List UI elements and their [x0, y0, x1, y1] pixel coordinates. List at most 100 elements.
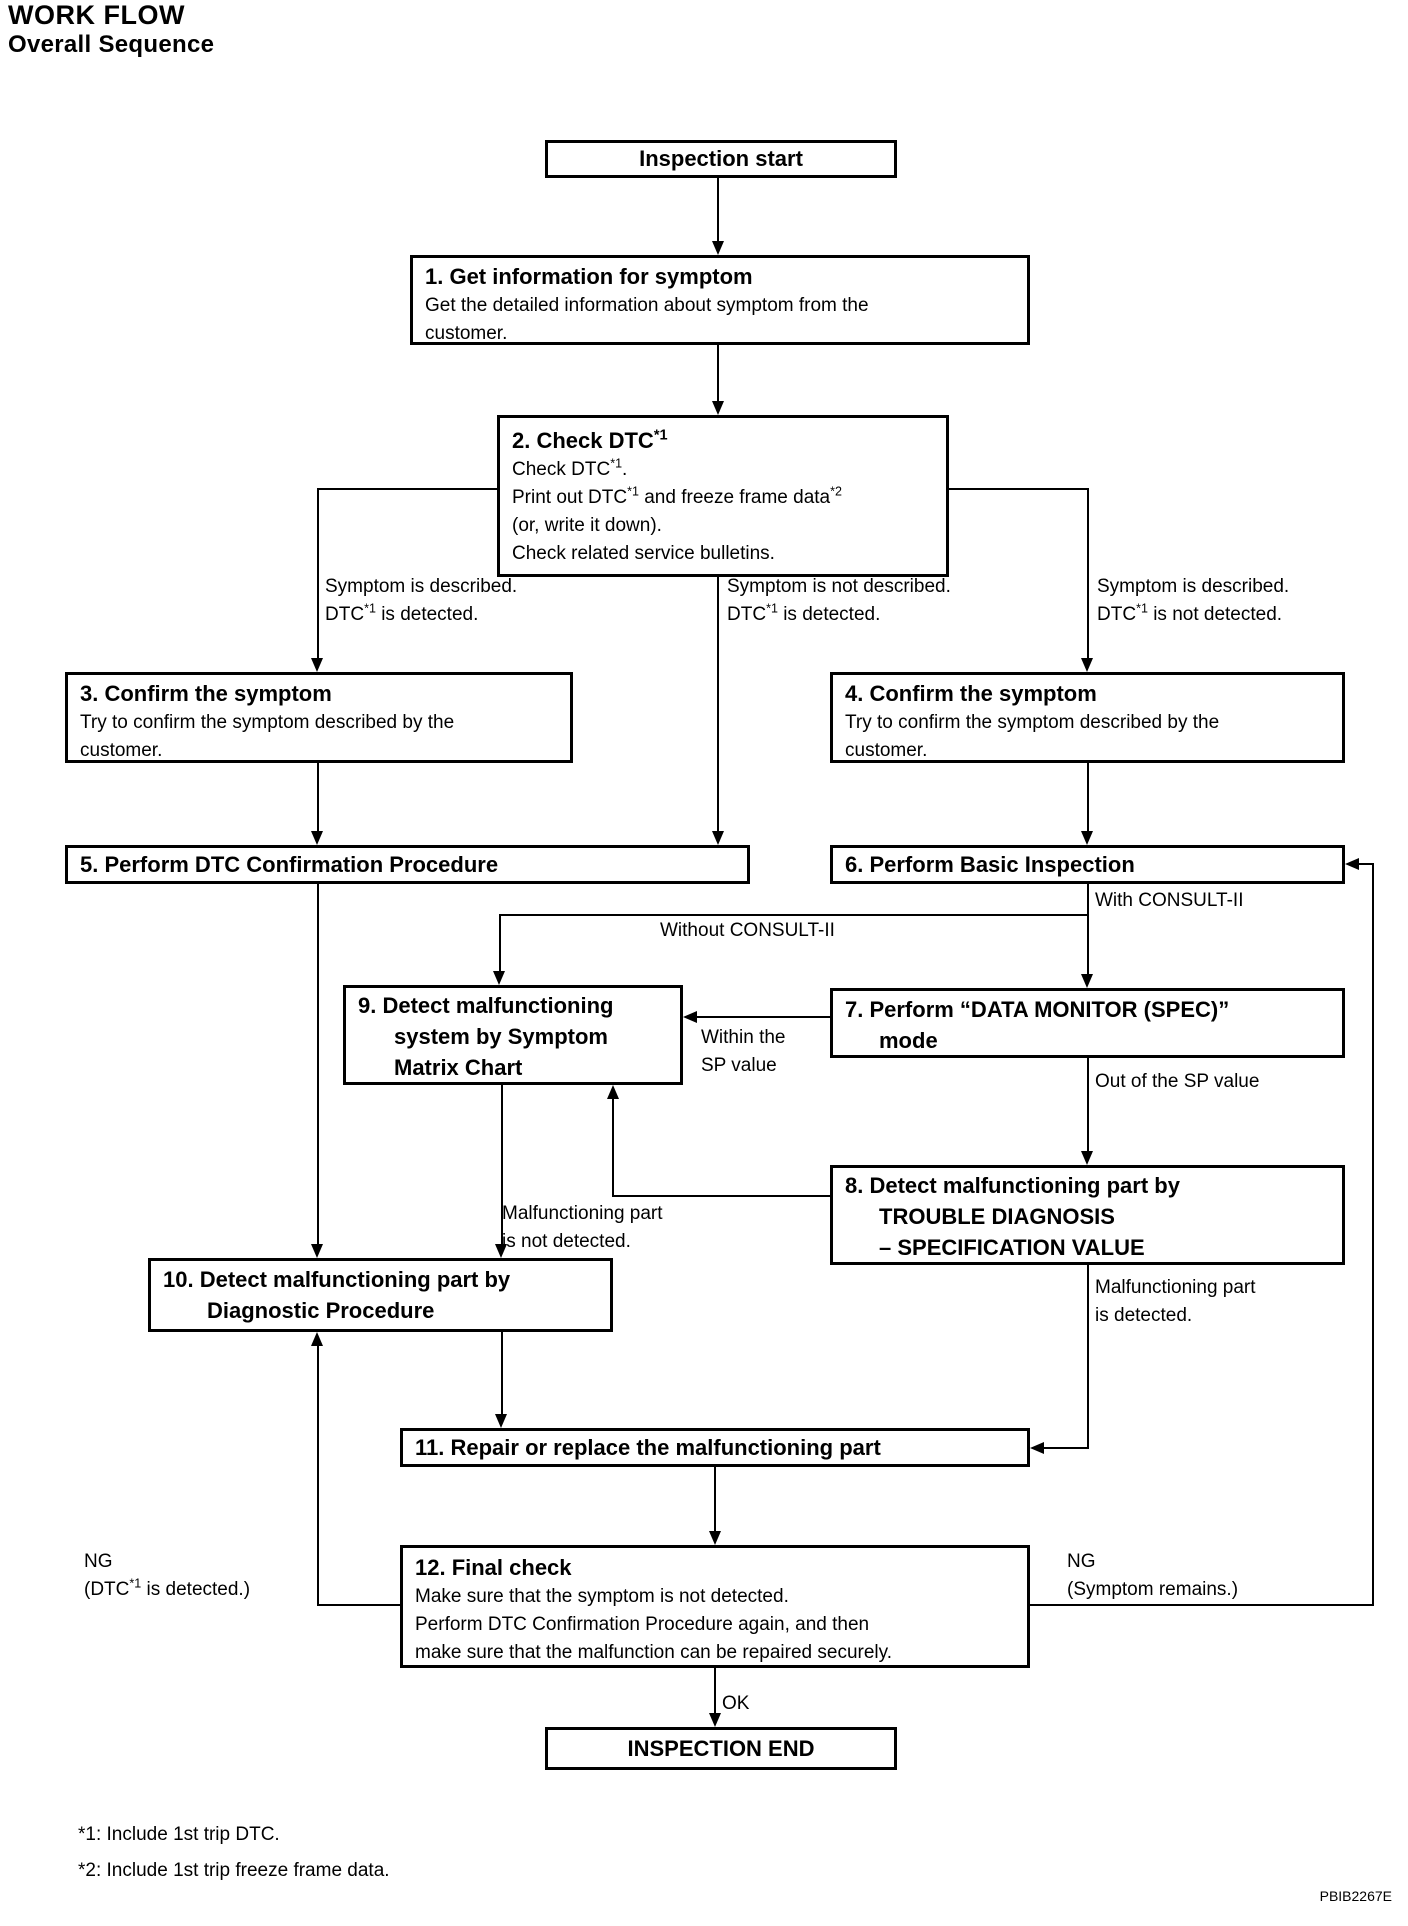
- arrowhead-down-icon: [495, 1414, 507, 1428]
- node-label: Inspection start: [639, 146, 803, 171]
- figure-code: PBIB2267E: [1319, 1888, 1392, 1904]
- connector-start-to-1: [717, 178, 719, 241]
- connector-10-to-11: [501, 1332, 503, 1414]
- node-text: customer.: [425, 323, 508, 344]
- footnote-1: *1: Include 1st trip DTC.: [78, 1824, 280, 1845]
- page-title: WORK FLOW: [8, 0, 185, 30]
- connector-7-to-8: [1087, 1058, 1089, 1151]
- node-9-symptom-matrix-chart: 9. Detect malfunctioning system by Sympt…: [343, 985, 683, 1085]
- node-text: make sure that the malfunction can be re…: [415, 1642, 893, 1663]
- edge-label-within-sp-value: Within the SP value: [701, 1027, 786, 1076]
- arrowhead-down-icon: [712, 241, 724, 255]
- arrowhead-down-icon: [311, 831, 323, 845]
- arrowhead-left-icon: [683, 1011, 697, 1023]
- node-title: 3. Confirm the symptom: [80, 681, 332, 706]
- node-title: 2. Check DTC*1: [512, 427, 668, 453]
- connector-11-to-12: [714, 1467, 716, 1531]
- node-label: INSPECTION END: [627, 1735, 815, 1761]
- connector-ng-right-h: [1030, 1604, 1374, 1606]
- node-1-get-information: 1. Get information for symptom Get the d…: [410, 255, 1030, 345]
- node-title: 1. Get information for symptom: [425, 264, 753, 289]
- connector-8-to-9-h: [612, 1195, 830, 1197]
- node-title: 9. Detect malfunctioning: [358, 993, 614, 1018]
- arrowhead-down-icon: [1081, 658, 1093, 672]
- arrowhead-down-icon: [712, 401, 724, 415]
- node-text: Try to confirm the symptom described by …: [80, 712, 455, 733]
- edge-label-part-detected: Malfunctioning part is detected.: [1095, 1277, 1256, 1326]
- connector-2-to-4-v: [1087, 488, 1089, 658]
- edge-label-out-of-sp-value: Out of the SP value: [1095, 1071, 1260, 1092]
- connector-6-to-9-h: [499, 914, 1089, 916]
- connector-ng-left-h: [317, 1604, 400, 1606]
- node-text: Print out DTC*1 and freeze frame data*2: [512, 484, 842, 508]
- node-title: 7. Perform “DATA MONITOR (SPEC)”: [845, 997, 1230, 1022]
- arrowhead-left-icon: [1345, 858, 1359, 870]
- edge-label-ok: OK: [722, 1693, 750, 1714]
- connector-6-to-7: [1087, 884, 1089, 974]
- edge-label-symptom-not-described-dtc-detected: Symptom is not described. DTC*1 is detec…: [727, 576, 951, 625]
- node-text: Check DTC*1.: [512, 456, 628, 480]
- node-title: 12. Final check: [415, 1555, 572, 1580]
- node-7-data-monitor-spec: 7. Perform “DATA MONITOR (SPEC)” mode: [830, 988, 1345, 1058]
- edge-label-ng-dtc-detected: NG (DTC*1 is detected.): [84, 1551, 251, 1600]
- node-8-trouble-diagnosis-spec-value: 8. Detect malfunctioning part by TROUBLE…: [830, 1165, 1345, 1265]
- arrowhead-down-icon: [493, 971, 505, 985]
- footnote-2: *2: Include 1st trip freeze frame data.: [78, 1860, 390, 1881]
- arrowhead-down-icon: [1081, 974, 1093, 988]
- node-4-confirm-symptom: 4. Confirm the symptom Try to confirm th…: [830, 672, 1345, 763]
- connector-2-to-4-h: [949, 488, 1089, 490]
- connector-2-to-3-v: [317, 488, 319, 658]
- arrowhead-left-icon: [1030, 1442, 1044, 1454]
- node-text: Check related service bulletins.: [512, 543, 775, 564]
- connector-3-to-5: [317, 763, 319, 831]
- node-text: (or, write it down).: [512, 515, 662, 536]
- edge-label-ng-symptom-remains: NG (Symptom remains.): [1067, 1551, 1239, 1600]
- node-text: Try to confirm the symptom described by …: [845, 712, 1220, 733]
- connector-7-to-9: [695, 1016, 830, 1018]
- arrowhead-down-icon: [1081, 1151, 1093, 1165]
- node-title: 10. Detect malfunctioning part by: [163, 1267, 511, 1292]
- arrowhead-up-icon: [607, 1085, 619, 1099]
- node-text: customer.: [80, 740, 163, 761]
- node-title: TROUBLE DIAGNOSIS: [879, 1204, 1115, 1229]
- page-subtitle: Overall Sequence: [8, 31, 215, 58]
- node-title: 6. Perform Basic Inspection: [845, 851, 1135, 877]
- arrowhead-up-icon: [311, 1332, 323, 1346]
- connector-2-to-3-h: [317, 488, 497, 490]
- arrowhead-down-icon: [1081, 831, 1093, 845]
- node-title: Matrix Chart: [394, 1055, 523, 1080]
- edge-label-symptom-described-dtc-not-detected: Symptom is described. DTC*1 is not detec…: [1097, 576, 1290, 625]
- node-text: Get the detailed information about sympt…: [425, 295, 869, 316]
- node-text: Perform DTC Confirmation Procedure again…: [415, 1614, 870, 1635]
- node-title: 5. Perform DTC Confirmation Procedure: [80, 851, 499, 877]
- arrowhead-down-icon: [495, 1244, 507, 1258]
- connector-8-to-11-h: [1044, 1447, 1089, 1449]
- node-title: – SPECIFICATION VALUE: [879, 1235, 1145, 1260]
- connector-5-to-10: [317, 884, 319, 1244]
- connector-ng-right-h2: [1359, 863, 1374, 865]
- node-text: Make sure that the symptom is not detect…: [415, 1586, 789, 1607]
- connector-ng-right-v: [1372, 863, 1374, 1606]
- connector-4-to-6: [1087, 763, 1089, 831]
- connector-ng-left-v: [317, 1346, 319, 1606]
- connector-6-to-9-v: [499, 914, 501, 971]
- node-10-diagnostic-procedure: 10. Detect malfunctioning part by Diagno…: [148, 1258, 613, 1332]
- connector-1-to-2: [717, 345, 719, 401]
- node-12-final-check: 12. Final check Make sure that the sympt…: [400, 1545, 1030, 1668]
- node-3-confirm-symptom: 3. Confirm the symptom Try to confirm th…: [65, 672, 573, 763]
- connector-8-to-9-v: [612, 1098, 614, 1197]
- node-inspection-start: Inspection start: [545, 140, 897, 178]
- edge-label-part-not-detected: Malfunctioning part is not detected.: [502, 1203, 663, 1252]
- node-title: 11. Repair or replace the malfunctioning…: [415, 1434, 881, 1460]
- arrowhead-down-icon: [709, 1531, 721, 1545]
- edge-label-symptom-described-dtc-detected: Symptom is described. DTC*1 is detected.: [325, 576, 518, 625]
- node-title: system by Symptom: [394, 1024, 608, 1049]
- connector-8-to-11-v: [1087, 1265, 1089, 1449]
- arrowhead-down-icon: [311, 658, 323, 672]
- arrowhead-down-icon: [311, 1244, 323, 1258]
- node-title: mode: [879, 1028, 938, 1053]
- node-5-dtc-confirmation-procedure: 5. Perform DTC Confirmation Procedure: [65, 845, 750, 884]
- arrowhead-down-icon: [709, 1713, 721, 1727]
- node-11-repair-replace: 11. Repair or replace the malfunctioning…: [400, 1428, 1030, 1467]
